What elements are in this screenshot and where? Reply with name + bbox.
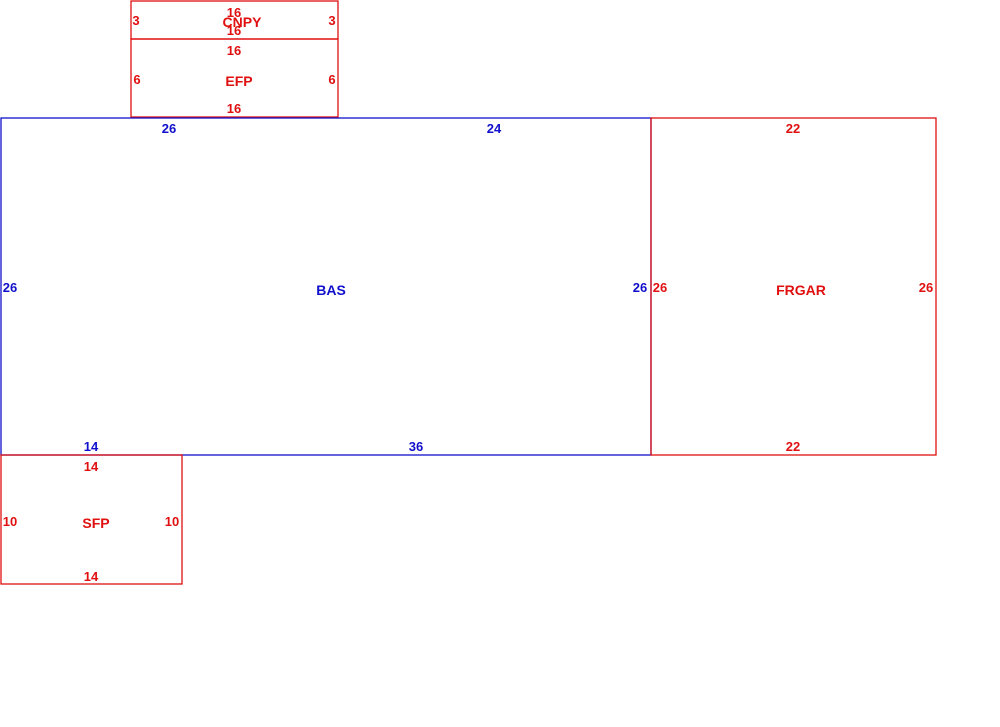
cnpy-dim-top: 16 bbox=[227, 5, 241, 20]
cnpy-dim-left: 3 bbox=[132, 13, 139, 28]
area-frgar: 22 26 FRGAR 26 22 bbox=[650, 117, 937, 456]
efp-label: EFP bbox=[225, 73, 252, 89]
bas-dim-bottom-right: 36 bbox=[409, 439, 423, 454]
sfp-dim-bottom: 14 bbox=[84, 569, 99, 584]
sfp-dim-right: 10 bbox=[165, 514, 179, 529]
frgar-dim-top: 22 bbox=[786, 121, 800, 136]
area-sfp: 14 10 SFP 10 14 bbox=[0, 454, 183, 585]
sfp-label: SFP bbox=[82, 515, 109, 531]
efp-dim-left: 6 bbox=[133, 72, 140, 87]
sfp-outline bbox=[0, 454, 183, 585]
efp-dim-bottom: 16 bbox=[227, 101, 241, 116]
cnpy-label: CNPY bbox=[223, 14, 263, 30]
sfp-dim-top: 14 bbox=[84, 459, 99, 474]
cnpy-dim-right: 3 bbox=[328, 13, 335, 28]
bas-dim-top-right: 24 bbox=[487, 121, 502, 136]
efp-outline bbox=[130, 38, 339, 118]
area-cnpy: 16 CNPY 16 3 3 bbox=[130, 0, 339, 40]
bas-dim-bottom-left: 14 bbox=[84, 439, 99, 454]
bas-dim-top-left: 26 bbox=[162, 121, 176, 136]
frgar-label: FRGAR bbox=[776, 282, 826, 298]
bas-dim-right: 26 bbox=[633, 280, 647, 295]
frgar-dim-left: 26 bbox=[653, 280, 667, 295]
area-efp: 16 EFP 16 6 6 bbox=[130, 38, 339, 118]
cnpy-dim-top-inner: 16 bbox=[227, 23, 241, 38]
efp-dim-right: 6 bbox=[328, 72, 335, 87]
frgar-outline bbox=[650, 117, 937, 456]
sfp-dim-left: 10 bbox=[3, 514, 17, 529]
bas-label: BAS bbox=[316, 282, 346, 298]
frgar-dim-bottom: 22 bbox=[786, 439, 800, 454]
bas-dim-left: 26 bbox=[3, 280, 17, 295]
efp-dim-top: 16 bbox=[227, 43, 241, 58]
area-bas: 26 24 26 26 BAS 14 36 bbox=[0, 117, 652, 456]
frgar-dim-right: 26 bbox=[919, 280, 933, 295]
